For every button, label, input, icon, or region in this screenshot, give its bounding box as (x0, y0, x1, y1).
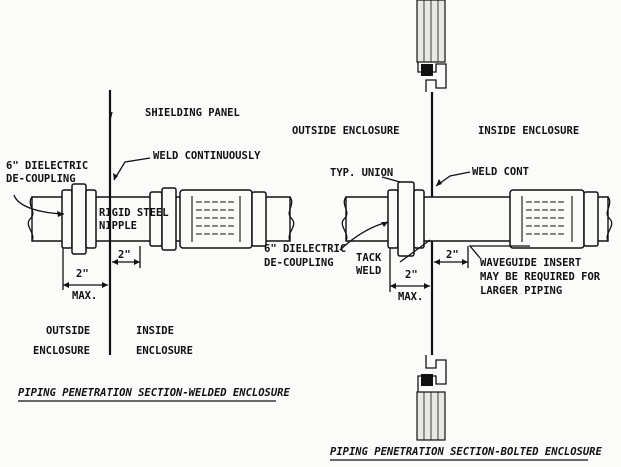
right-union-leader (381, 176, 401, 183)
right-pipe-break-right (606, 196, 613, 242)
right-weld-label: WELD (356, 265, 381, 277)
left-waveguide-body (179, 189, 253, 249)
left-dielectric-label-1: 6" DIELECTRIC (6, 160, 88, 172)
left-dim-2in-b: 2" (118, 249, 131, 261)
left-end-flange (251, 191, 267, 247)
right-bottom-bolt (421, 374, 433, 386)
left-dielectric-label-2: DE-COUPLING (6, 173, 76, 185)
left-coupling-flange-c (85, 189, 97, 249)
right-waveguide-leader (468, 245, 530, 259)
right-bottom-panel-hatch (423, 392, 439, 440)
right-dim-2in-b: 2" (446, 249, 459, 261)
left-weld-continuously-label: WELD CONTINUOUSLY (153, 150, 261, 162)
left-coupling-flange-a (61, 189, 73, 249)
left-dielectric-arrow (57, 211, 64, 217)
right-dim-2in-a: 2" (405, 269, 418, 281)
right-tack-leader (399, 239, 431, 263)
left-inside-label-2: ENCLOSURE (136, 345, 193, 357)
left-nipple-union (161, 187, 177, 251)
left-inside-label-1: INSIDE (136, 325, 174, 337)
right-pipe-break-left (341, 196, 348, 242)
left-dim-max: MAX. (72, 290, 97, 302)
left-weld-arrow (113, 173, 118, 180)
right-outside-enclosure-label: OUTSIDE ENCLOSURE (292, 125, 399, 137)
right-typ-union-label: TYP. UNION (330, 167, 393, 179)
right-dielectric-arrow (381, 222, 388, 227)
right-weld-arrow (436, 179, 442, 186)
left-panel-leader (109, 111, 113, 121)
right-dielectric-label-2: DE-COUPLING (264, 257, 334, 269)
left-coupling-flange-b (71, 183, 87, 255)
left-nipple-collar (149, 191, 163, 247)
right-waveguide-body (509, 189, 585, 249)
right-bottom-bolt-joint (417, 355, 447, 392)
right-waveguide-hatch (521, 196, 573, 242)
right-top-bolt (421, 64, 433, 76)
right-waveguide-label-2: MAY BE REQUIRED FOR (480, 271, 601, 283)
right-weld-cont-label: WELD CONT (472, 166, 529, 178)
right-diagram: OUTSIDE ENCLOSURE INSIDE ENCLOSURE TYP. … (264, 0, 613, 461)
left-waveguide-hatch (191, 196, 241, 242)
right-dielectric-label-1: 6" DIELECTRIC (264, 243, 346, 255)
left-nipple-label: NIPPLE (99, 220, 137, 232)
right-dim-max: MAX. (398, 291, 423, 303)
right-caption: PIPING PENETRATION SECTION-BOLTED ENCLOS… (330, 446, 603, 458)
left-rigid-steel-label: RIGID STEEL (99, 207, 169, 219)
left-weld-leader (113, 157, 151, 181)
left-shielding-panel-label: SHIELDING PANEL (145, 107, 240, 119)
left-dim-2in-a: 2" (76, 268, 89, 280)
right-union-flange-c (413, 189, 425, 249)
left-pipe-break-left (27, 196, 34, 242)
left-dim2-arrows (112, 259, 140, 265)
left-caption: PIPING PENETRATION SECTION-WELDED ENCLOS… (18, 387, 291, 399)
right-inside-enclosure-label: INSIDE ENCLOSURE (478, 125, 579, 137)
right-top-panel-hatch (423, 0, 439, 62)
right-tack-label: TACK (356, 252, 382, 264)
right-waveguide-label-3: LARGER PIPING (480, 285, 562, 297)
left-outside-label-1: OUTSIDE (46, 325, 90, 337)
right-end-flange (583, 191, 599, 247)
left-outside-label-2: ENCLOSURE (33, 345, 90, 357)
left-diagram: SHIELDING PANEL WELD CONTINUOUSLY 6" DIE… (6, 90, 295, 402)
right-union-flange-a (387, 189, 399, 249)
right-waveguide-label-1: WAVEGUIDE INSERT (480, 257, 581, 269)
right-union-flange-b (397, 181, 415, 257)
left-pipe-break-right (288, 196, 295, 242)
